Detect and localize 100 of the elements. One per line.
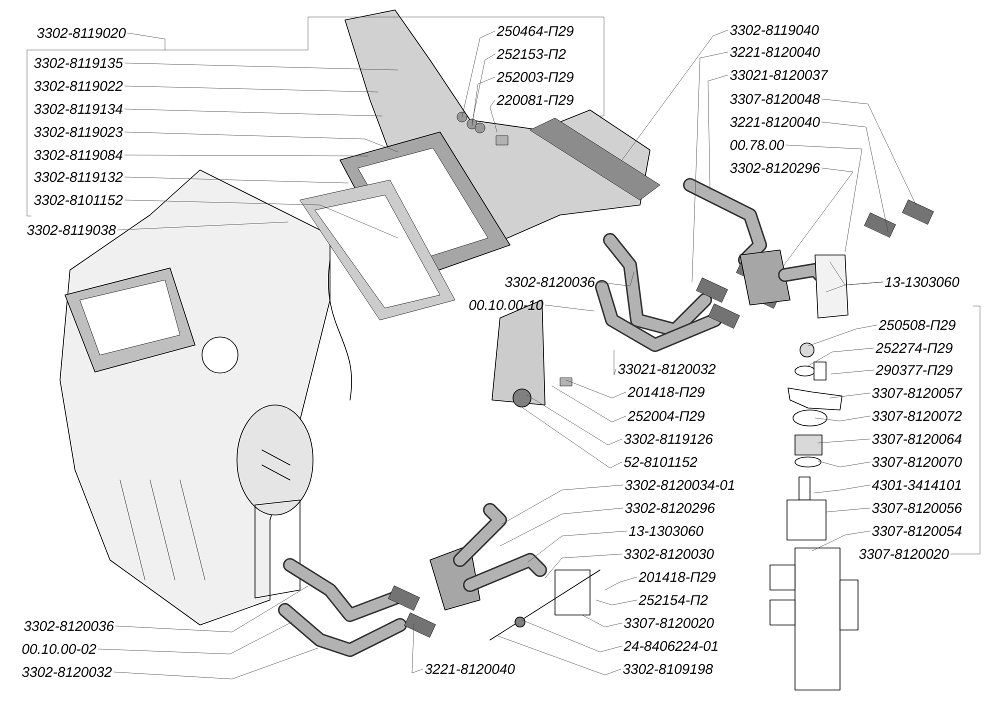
- leader-line: [462, 30, 496, 118]
- part-number: 220081-П29: [496, 95, 574, 105]
- leader-line: [472, 76, 496, 126]
- leader-line: [818, 460, 870, 468]
- leader-line: [116, 586, 308, 632]
- leader-line: [822, 98, 916, 206]
- leader-line: [950, 306, 980, 554]
- part-number: 201418-П29: [628, 387, 704, 397]
- leader-line: [596, 272, 634, 286]
- leader-line: [500, 508, 624, 546]
- leader-line: [520, 406, 622, 468]
- leader-line: [808, 348, 874, 366]
- leader-line: [124, 176, 348, 184]
- leader-line: [412, 624, 424, 674]
- part-number: 3302-8119038: [27, 225, 116, 235]
- leader-line: [826, 508, 870, 512]
- leader-line: [124, 86, 378, 92]
- part-number: 33021-8120032: [618, 364, 716, 374]
- leader-line: [127, 32, 166, 50]
- part-number: 3302-8120030: [624, 549, 714, 559]
- part-number: 252274-П29: [876, 343, 952, 353]
- part-number: 252153-П2: [496, 49, 566, 59]
- part-number: 290377-П29: [876, 365, 952, 375]
- part-number: 250464-П29: [496, 26, 574, 36]
- leader-line: [552, 386, 626, 422]
- part-number: 3307-8120054: [872, 526, 962, 536]
- leader-line: [814, 484, 870, 494]
- part-number: 252003-П29: [496, 72, 574, 82]
- leader-line: [490, 100, 498, 132]
- part-number: 3302-8109198: [623, 664, 713, 674]
- part-number: 3307-8120056: [872, 503, 962, 513]
- leader-line: [117, 222, 288, 230]
- leader-line: [124, 132, 398, 152]
- leader-line: [830, 392, 870, 398]
- part-number: 3302-8119020: [37, 28, 126, 38]
- part-number: 00.10.00-02: [22, 644, 96, 654]
- leader-line: [582, 614, 622, 628]
- leader-line: [124, 108, 382, 116]
- leader-line: [124, 200, 398, 238]
- leader-line: [522, 620, 622, 652]
- part-number: 252154-П2: [638, 595, 708, 605]
- leader-line: [526, 394, 622, 446]
- leader-line: [528, 530, 628, 562]
- part-number: 3302-8119022: [34, 81, 123, 91]
- leader-line: [692, 52, 728, 282]
- part-number: 3302-8120296: [730, 163, 820, 173]
- part-number: 3302-8119040: [730, 25, 819, 35]
- leader-line: [830, 370, 874, 374]
- part-number: 13-1303060: [885, 277, 960, 287]
- part-number: 3307-8120020: [859, 549, 949, 559]
- leader-line: [818, 438, 870, 444]
- part-number: 3302-8119134: [34, 104, 122, 114]
- part-number: 250508-П29: [878, 320, 956, 330]
- part-number: 3302-8119126: [624, 434, 713, 444]
- part-number: 4301-3414101: [872, 480, 961, 490]
- part-number: 252004-П29: [628, 411, 704, 421]
- leader-line: [812, 530, 870, 552]
- leader-line: [566, 380, 626, 398]
- leader-line: [498, 636, 622, 676]
- part-number: 201418-П29: [638, 572, 716, 582]
- part-number: 3221-8120040: [730, 47, 820, 57]
- part-number: 3302-8120036: [505, 277, 595, 287]
- part-number: 52-8101152: [624, 457, 698, 467]
- leader-line: [814, 416, 870, 422]
- part-number: 3307-8120070: [872, 457, 962, 467]
- leader-line: [544, 554, 622, 578]
- part-number: 3307-8120020: [624, 618, 714, 628]
- part-number: 33021-8120037: [730, 70, 828, 80]
- part-number: 3302-8119084: [34, 150, 122, 160]
- part-number: 3302-8119023: [34, 127, 123, 137]
- leader-line: [502, 484, 624, 524]
- part-number: 3307-8120072: [872, 411, 962, 421]
- leader-line: [124, 154, 368, 156]
- leader-line: [472, 54, 496, 124]
- leader-line: [114, 648, 318, 680]
- part-number: 3302-8120296: [625, 503, 715, 513]
- leader-line: [596, 600, 638, 606]
- part-number: 3302-8119132: [34, 172, 123, 182]
- part-number: 3221-8120040: [425, 664, 515, 674]
- part-number: 3302-8119135: [34, 58, 123, 68]
- part-number: 13-1303060: [629, 526, 704, 536]
- leader-line: [98, 622, 292, 654]
- part-number: 3307-8120048: [730, 94, 820, 104]
- leader-line: [622, 30, 728, 160]
- part-number: 00.78.00: [730, 140, 784, 150]
- leader-line: [604, 576, 638, 590]
- part-number: 24-8406224-01: [624, 641, 718, 651]
- leader-line: [786, 144, 862, 252]
- part-number: 3307-8120057: [872, 388, 962, 398]
- leader-line: [124, 62, 398, 70]
- part-number: 3302-8120034-01: [625, 480, 734, 490]
- leader-line: [822, 122, 888, 232]
- part-number: 3302-8101152: [34, 195, 123, 205]
- leader-line: [708, 74, 728, 190]
- leader-line: [614, 350, 616, 376]
- part-number: 3302-8120032: [22, 667, 112, 677]
- part-number: 3307-8120064: [872, 434, 962, 444]
- part-number: 3221-8120040: [730, 117, 820, 127]
- leader-line: [826, 282, 884, 292]
- part-number: 3302-8120036: [24, 621, 114, 631]
